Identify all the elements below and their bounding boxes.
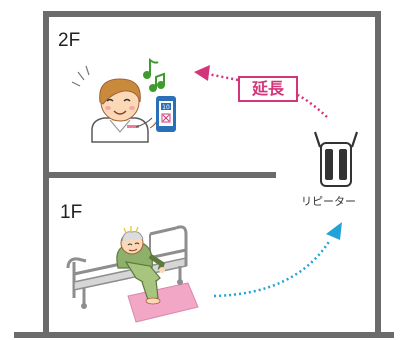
extension-signal-arrow bbox=[194, 65, 328, 118]
incoming-signal-arrow bbox=[213, 222, 342, 298]
smartphone-icon: 10 bbox=[156, 96, 176, 132]
building-walls bbox=[43, 11, 381, 337]
floor-label-1f: 1F bbox=[60, 202, 83, 223]
extension-label: 延長 bbox=[238, 76, 298, 102]
floor-mat-icon bbox=[127, 282, 199, 323]
repeater-icon bbox=[313, 131, 359, 187]
music-note-icon bbox=[143, 57, 165, 92]
phone-badge-text: 10 bbox=[162, 104, 170, 111]
nurse-icon bbox=[71, 65, 159, 143]
floor-label-2f: 2F bbox=[58, 30, 81, 51]
repeater-label: リピーター bbox=[301, 195, 356, 208]
patient-icon bbox=[116, 226, 165, 305]
